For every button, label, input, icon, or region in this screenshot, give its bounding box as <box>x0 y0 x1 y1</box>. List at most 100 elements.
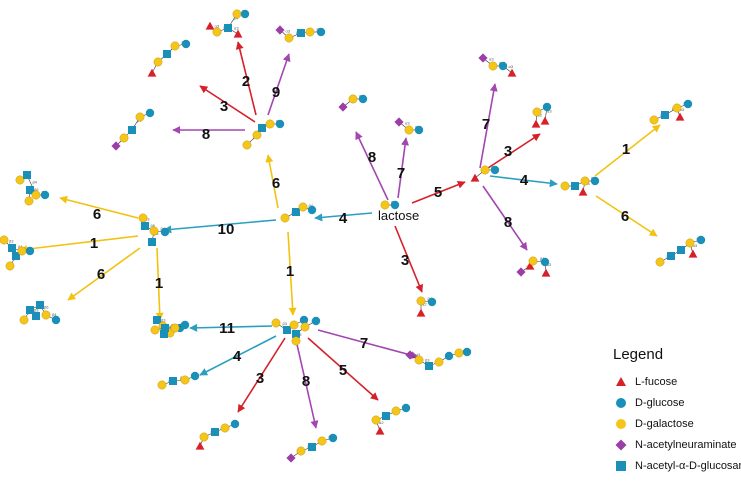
reaction-number-4: 4 <box>520 172 529 189</box>
glucosamine-symbol <box>32 312 40 320</box>
glycan-lower-node: β3β4β4β3β4β3 <box>271 315 321 346</box>
glucosamine-symbol <box>283 326 291 334</box>
reaction-number-8: 8 <box>202 126 210 143</box>
glycan-lower-e: α3β3β4β4β6β4 <box>405 347 472 370</box>
galactose-symbol <box>289 320 299 330</box>
glucosamine-symbol <box>36 301 44 309</box>
glucose-symbol <box>311 316 321 326</box>
galactose-symbol <box>685 238 695 248</box>
galactose-circle-icon <box>613 417 629 431</box>
neuraminate-symbol <box>478 53 488 63</box>
neuraminate-symbol <box>286 453 296 463</box>
linkage-label: β4 <box>33 180 38 185</box>
reaction-number-7: 7 <box>397 165 405 182</box>
arrow-ext-to-galactosyl <box>594 124 661 177</box>
arrow-core-to-upper <box>265 154 279 209</box>
glucosamine-symbol <box>297 29 305 37</box>
arrow-core-to-lower <box>287 231 297 316</box>
linkage-label: α3 <box>693 243 698 248</box>
glucosamine-symbol <box>258 124 266 132</box>
galactose-symbol <box>300 322 310 332</box>
galactose-symbol <box>348 94 358 104</box>
glucosamine-symbol <box>26 186 34 194</box>
glucose-symbol <box>540 257 550 267</box>
galactose-symbol <box>232 9 242 19</box>
glucose-symbol <box>414 125 424 135</box>
galactose-symbol <box>242 140 252 150</box>
fucose-symbol <box>507 68 517 77</box>
glucose-symbol <box>180 320 190 330</box>
linkage-label: α3 <box>416 352 421 357</box>
arrow-fl-to-extended <box>489 175 558 188</box>
galactose-symbol <box>252 130 262 140</box>
glucose-symbol <box>275 119 285 129</box>
glucosamine-symbol <box>677 246 685 254</box>
arrow-ext-to-galactosyl-b <box>595 195 658 237</box>
glucosamine-symbol <box>292 330 300 338</box>
linkage-label: α3 <box>489 57 494 62</box>
glucose-symbol <box>307 205 317 215</box>
glycan-top-fucosyl: α3β3β4β4α3 <box>205 9 250 38</box>
galactose-symbol <box>434 357 444 367</box>
glucosamine-symbol <box>128 126 136 134</box>
glycan-lactose: β4 <box>380 200 400 210</box>
linkage-label: β3 <box>161 318 166 323</box>
galactose-symbol <box>284 33 294 43</box>
glucosamine-symbol <box>161 324 169 332</box>
galactose-symbol <box>528 256 538 266</box>
arrow-lactose-to-sialyl-lactose-b <box>397 137 410 199</box>
arrow-fl-to-difucosyl <box>487 133 541 169</box>
glucosamine-symbol <box>308 443 316 451</box>
glucose-symbol <box>160 227 170 237</box>
glycan-fucose-sialyl-bottom: α3α2β4α3 <box>516 256 552 277</box>
galactose-symbol <box>414 355 424 365</box>
glucose-symbol <box>542 102 552 112</box>
galactose-symbol <box>532 107 542 117</box>
arrow-fl-to-sialyl <box>479 83 498 169</box>
glycan-right-top: β3β4β4α3 <box>649 99 693 125</box>
glycan-left-c: β3β3β6β4β3 <box>19 301 61 325</box>
reaction-number-8: 8 <box>504 214 512 231</box>
legend-item-glucose: D-glucose <box>613 392 741 413</box>
glucosamine-symbol <box>23 171 31 179</box>
legend-item-label: L-fucose <box>635 375 678 388</box>
glucosamine-symbol <box>26 306 34 314</box>
glycan-sialyl-chain-left: α3β3β4β4 <box>111 108 155 151</box>
galactose-symbol <box>298 202 308 212</box>
fucose-triangle-icon <box>613 375 629 389</box>
galactose-symbol <box>416 296 426 306</box>
glucosamine-symbol <box>148 238 156 246</box>
arrow-lower-to-c <box>295 339 319 429</box>
galactose-symbol <box>672 103 682 113</box>
glucosamine-symbol <box>211 428 219 436</box>
linkage-label: α3 <box>680 107 685 112</box>
galactose-symbol <box>153 57 163 67</box>
glucose-symbol <box>316 27 326 37</box>
arrow-lactose-to-fucosyl-lactose-c <box>394 225 423 293</box>
galactose-symbol <box>17 246 27 256</box>
galactose-symbol <box>655 257 665 267</box>
fucose-symbol <box>147 68 157 77</box>
reaction-number-3: 3 <box>256 370 264 387</box>
galactose-symbol <box>31 190 41 200</box>
galactose-symbol <box>24 196 34 206</box>
linkage-label: β6 <box>34 187 39 192</box>
linkage-label: β3 <box>425 358 430 363</box>
glucosamine-symbol <box>141 222 149 230</box>
arrow-lower-to-left <box>189 323 273 332</box>
galactose-symbol <box>138 213 148 223</box>
arrow-lactose-to-lnt-core <box>314 212 373 222</box>
linkage-label: β4 <box>540 256 545 261</box>
glycan-lower-c: α3β3β4β4 <box>286 433 338 463</box>
glycan-lower-b: α2β3β4β4 <box>195 419 240 450</box>
galactose-symbol <box>371 415 381 425</box>
arrow-lower-to-d <box>307 337 379 401</box>
glycan-lower-left: β3β4β4 <box>150 320 190 335</box>
glucose-symbol <box>427 297 437 307</box>
galactose-symbol <box>5 261 15 271</box>
neuraminate-symbol <box>394 117 404 127</box>
glycan-right-bottom: β3β4β6β4α3 <box>655 235 706 267</box>
